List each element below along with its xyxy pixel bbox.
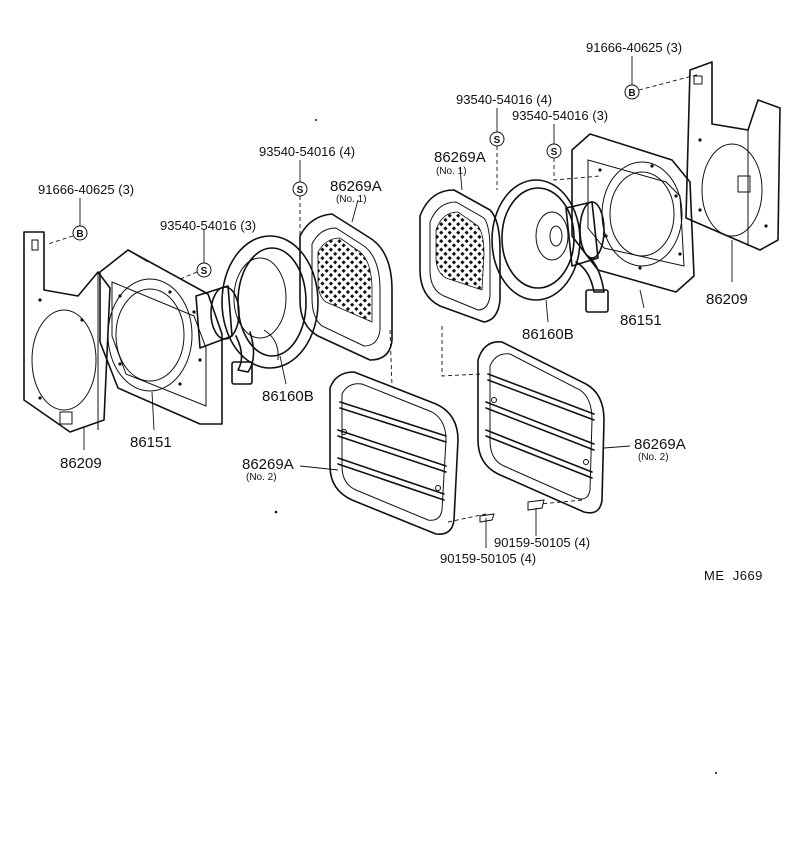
right-bracket-bolt-label: 91666-40625 (3) xyxy=(586,40,682,55)
right-tweeter-screw-part-label: 93540-54016 (4) xyxy=(456,92,552,107)
left-bracket-label: 86209 xyxy=(60,455,102,472)
diagram-code: ME J669 xyxy=(704,568,763,583)
right-grille-no1 xyxy=(419,189,501,323)
left-grille-no1-sub: (No. 1) xyxy=(336,194,367,205)
left-bolt-label: B xyxy=(76,229,83,240)
left-grille-no2-label: 86269A xyxy=(242,456,294,473)
right-grille-no1-label: 86269A xyxy=(434,149,486,166)
left-speaker-screw-label: S xyxy=(201,266,208,277)
right-grille-no2-sub: (No. 2) xyxy=(638,452,669,463)
left-speaker-86160B xyxy=(195,235,319,385)
left-tweeter-screw-part-label: 93540-54016 (4) xyxy=(259,144,355,159)
right-bolt-label: B xyxy=(628,88,635,99)
right-speaker-screw-part-label: 93540-54016 (3) xyxy=(512,108,608,123)
left-speaker-screw-symbol: S xyxy=(196,262,212,278)
left-grille-no2-sub: (No. 2) xyxy=(246,472,277,483)
left-bolt-symbol: B xyxy=(72,225,88,241)
right-bolt-symbol: B xyxy=(624,84,640,100)
left-leader-lines xyxy=(47,160,495,548)
left-tweeter-screw-label: S xyxy=(297,185,304,196)
right-bracket-label: 86209 xyxy=(706,291,748,308)
right-tweeter-screw-symbol: S xyxy=(489,131,505,147)
left-speaker-label: 86160B xyxy=(262,388,314,405)
right-housing-86151 xyxy=(571,133,695,293)
right-speaker-screw-symbol: S xyxy=(546,143,562,159)
left-tweeter-screw-symbol: S xyxy=(292,181,308,197)
right-bracket-86209 xyxy=(685,61,781,251)
left-grille-screw-label: 90159-50105 (4) xyxy=(440,551,536,566)
left-grille-no1 xyxy=(299,213,393,361)
right-grille-no1-sub: (No. 1) xyxy=(436,166,467,177)
right-grille-no2-label: 86269A xyxy=(634,436,686,453)
left-grille-no2 xyxy=(329,371,459,536)
right-speaker-label: 86160B xyxy=(522,326,574,343)
right-leader-lines xyxy=(441,56,733,536)
right-tweeter-screw-label: S xyxy=(494,135,501,146)
left-bracket-bolt-label: 91666-40625 (3) xyxy=(38,182,134,197)
right-speaker-86160B xyxy=(491,179,609,313)
right-grille-no2 xyxy=(477,341,605,514)
left-grille-no1-label: 86269A xyxy=(330,178,382,195)
left-housing-86151 xyxy=(99,249,223,425)
left-speaker-screw-part-label: 93540-54016 (3) xyxy=(160,218,256,233)
left-housing-label: 86151 xyxy=(130,434,172,451)
right-grille-screw-label: 90159-50105 (4) xyxy=(494,535,590,550)
right-speaker-screw-label: S xyxy=(551,147,558,158)
left-bracket-86209 xyxy=(23,231,111,433)
right-housing-label: 86151 xyxy=(620,312,662,329)
